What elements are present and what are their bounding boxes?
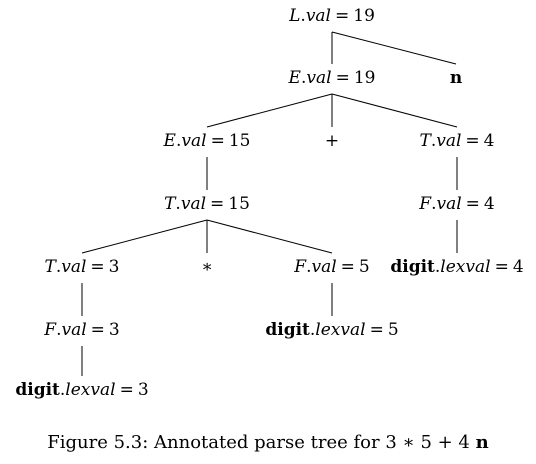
tree-node-T2: T.val=15: [164, 194, 250, 214]
tree-node-E1: E.val=19: [289, 68, 376, 88]
equals-sign: =: [335, 6, 350, 26]
edge-L-n: [331, 31, 457, 65]
node-token: digit: [15, 380, 60, 400]
node-symbol: T: [419, 131, 431, 151]
tree-node-d3: digit.lexval=3: [15, 380, 148, 400]
node-symbol: E: [288, 68, 301, 88]
node-attribute: lexval: [440, 257, 491, 277]
node-token: digit: [265, 320, 310, 340]
equals-sign: =: [335, 68, 350, 88]
node-value: 15: [228, 194, 250, 214]
node-symbol: E: [163, 131, 176, 151]
attr-dot: .: [431, 194, 437, 214]
node-attribute: lexval: [315, 320, 366, 340]
caption-text: Annotated parse tree for: [154, 432, 380, 453]
node-operator: ∗: [201, 257, 213, 277]
edge-T2-F2: [206, 219, 333, 254]
equals-sign: =: [465, 131, 480, 151]
edge-E1-E2: [206, 93, 333, 128]
attr-dot: .: [55, 257, 62, 277]
equals-sign: =: [494, 257, 509, 277]
node-symbol: T: [44, 257, 56, 277]
node-attribute: val: [436, 194, 462, 214]
tree-node-n: n: [450, 68, 462, 88]
node-attribute: val: [181, 131, 207, 151]
node-attribute: val: [306, 68, 332, 88]
attr-dot: .: [306, 257, 312, 277]
attr-dot: .: [175, 194, 181, 214]
attr-dot: .: [309, 320, 316, 340]
node-symbol: F: [419, 194, 432, 214]
tree-node-star: ∗: [201, 257, 213, 277]
attr-dot: .: [56, 320, 62, 340]
equals-sign: =: [90, 320, 105, 340]
node-attribute: val: [436, 131, 462, 151]
edge-T2-T3: [81, 219, 208, 254]
tree-node-F3: F.val=3: [44, 320, 119, 340]
node-attribute: lexval: [65, 380, 116, 400]
node-value: 4: [512, 257, 524, 277]
attr-dot: .: [175, 131, 182, 151]
tree-node-E2: E.val=15: [164, 131, 251, 151]
node-value: 3: [137, 380, 149, 400]
node-attribute: val: [61, 320, 87, 340]
node-symbol: F: [44, 320, 57, 340]
node-attribute: val: [180, 194, 207, 214]
attr-dot: .: [59, 380, 66, 400]
tree-node-F1: F.val=4: [419, 194, 494, 214]
tree-node-L: L.val=19: [289, 6, 375, 26]
caption-token: n: [475, 432, 489, 453]
node-value: 4: [483, 194, 495, 214]
node-value: 4: [483, 131, 495, 151]
node-attribute: val: [305, 6, 331, 26]
node-value: 15: [228, 131, 251, 151]
node-attribute: val: [61, 257, 87, 277]
node-value: 5: [387, 320, 399, 340]
node-symbol: L: [289, 6, 301, 26]
node-value: 19: [353, 68, 376, 88]
figure-caption: Figure 5.3: Annotated parse tree for 3 ∗…: [0, 432, 536, 454]
tree-node-plus: +: [325, 131, 339, 151]
equals-sign: =: [119, 380, 134, 400]
equals-sign: =: [90, 257, 105, 277]
tree-node-d5: digit.lexval=5: [265, 320, 398, 340]
caption-expression: 3 ∗ 5 + 4: [385, 432, 470, 453]
node-value: 3: [108, 257, 120, 277]
equals-sign: =: [465, 194, 480, 214]
edge-E1-T1: [331, 93, 458, 128]
caption-label: Figure 5.3:: [47, 432, 149, 453]
equals-sign: =: [210, 131, 225, 151]
attr-dot: .: [434, 257, 441, 277]
node-operator: +: [324, 131, 340, 151]
tree-node-F2: F.val=5: [294, 257, 369, 277]
node-token: n: [449, 68, 463, 88]
tree-node-T3: T.val=3: [44, 257, 119, 277]
attr-dot: .: [430, 131, 437, 151]
node-value: 19: [353, 6, 375, 26]
equals-sign: =: [340, 257, 355, 277]
node-token: digit: [390, 257, 435, 277]
node-value: 5: [358, 257, 370, 277]
equals-sign: =: [369, 320, 384, 340]
attr-dot: .: [300, 6, 306, 26]
attr-dot: .: [300, 68, 307, 88]
tree-node-d4: digit.lexval=4: [390, 257, 523, 277]
node-attribute: val: [311, 257, 337, 277]
node-value: 3: [108, 320, 120, 340]
tree-node-T1: T.val=4: [419, 131, 494, 151]
equals-sign: =: [210, 194, 225, 214]
node-symbol: T: [164, 194, 176, 214]
node-symbol: F: [294, 257, 307, 277]
